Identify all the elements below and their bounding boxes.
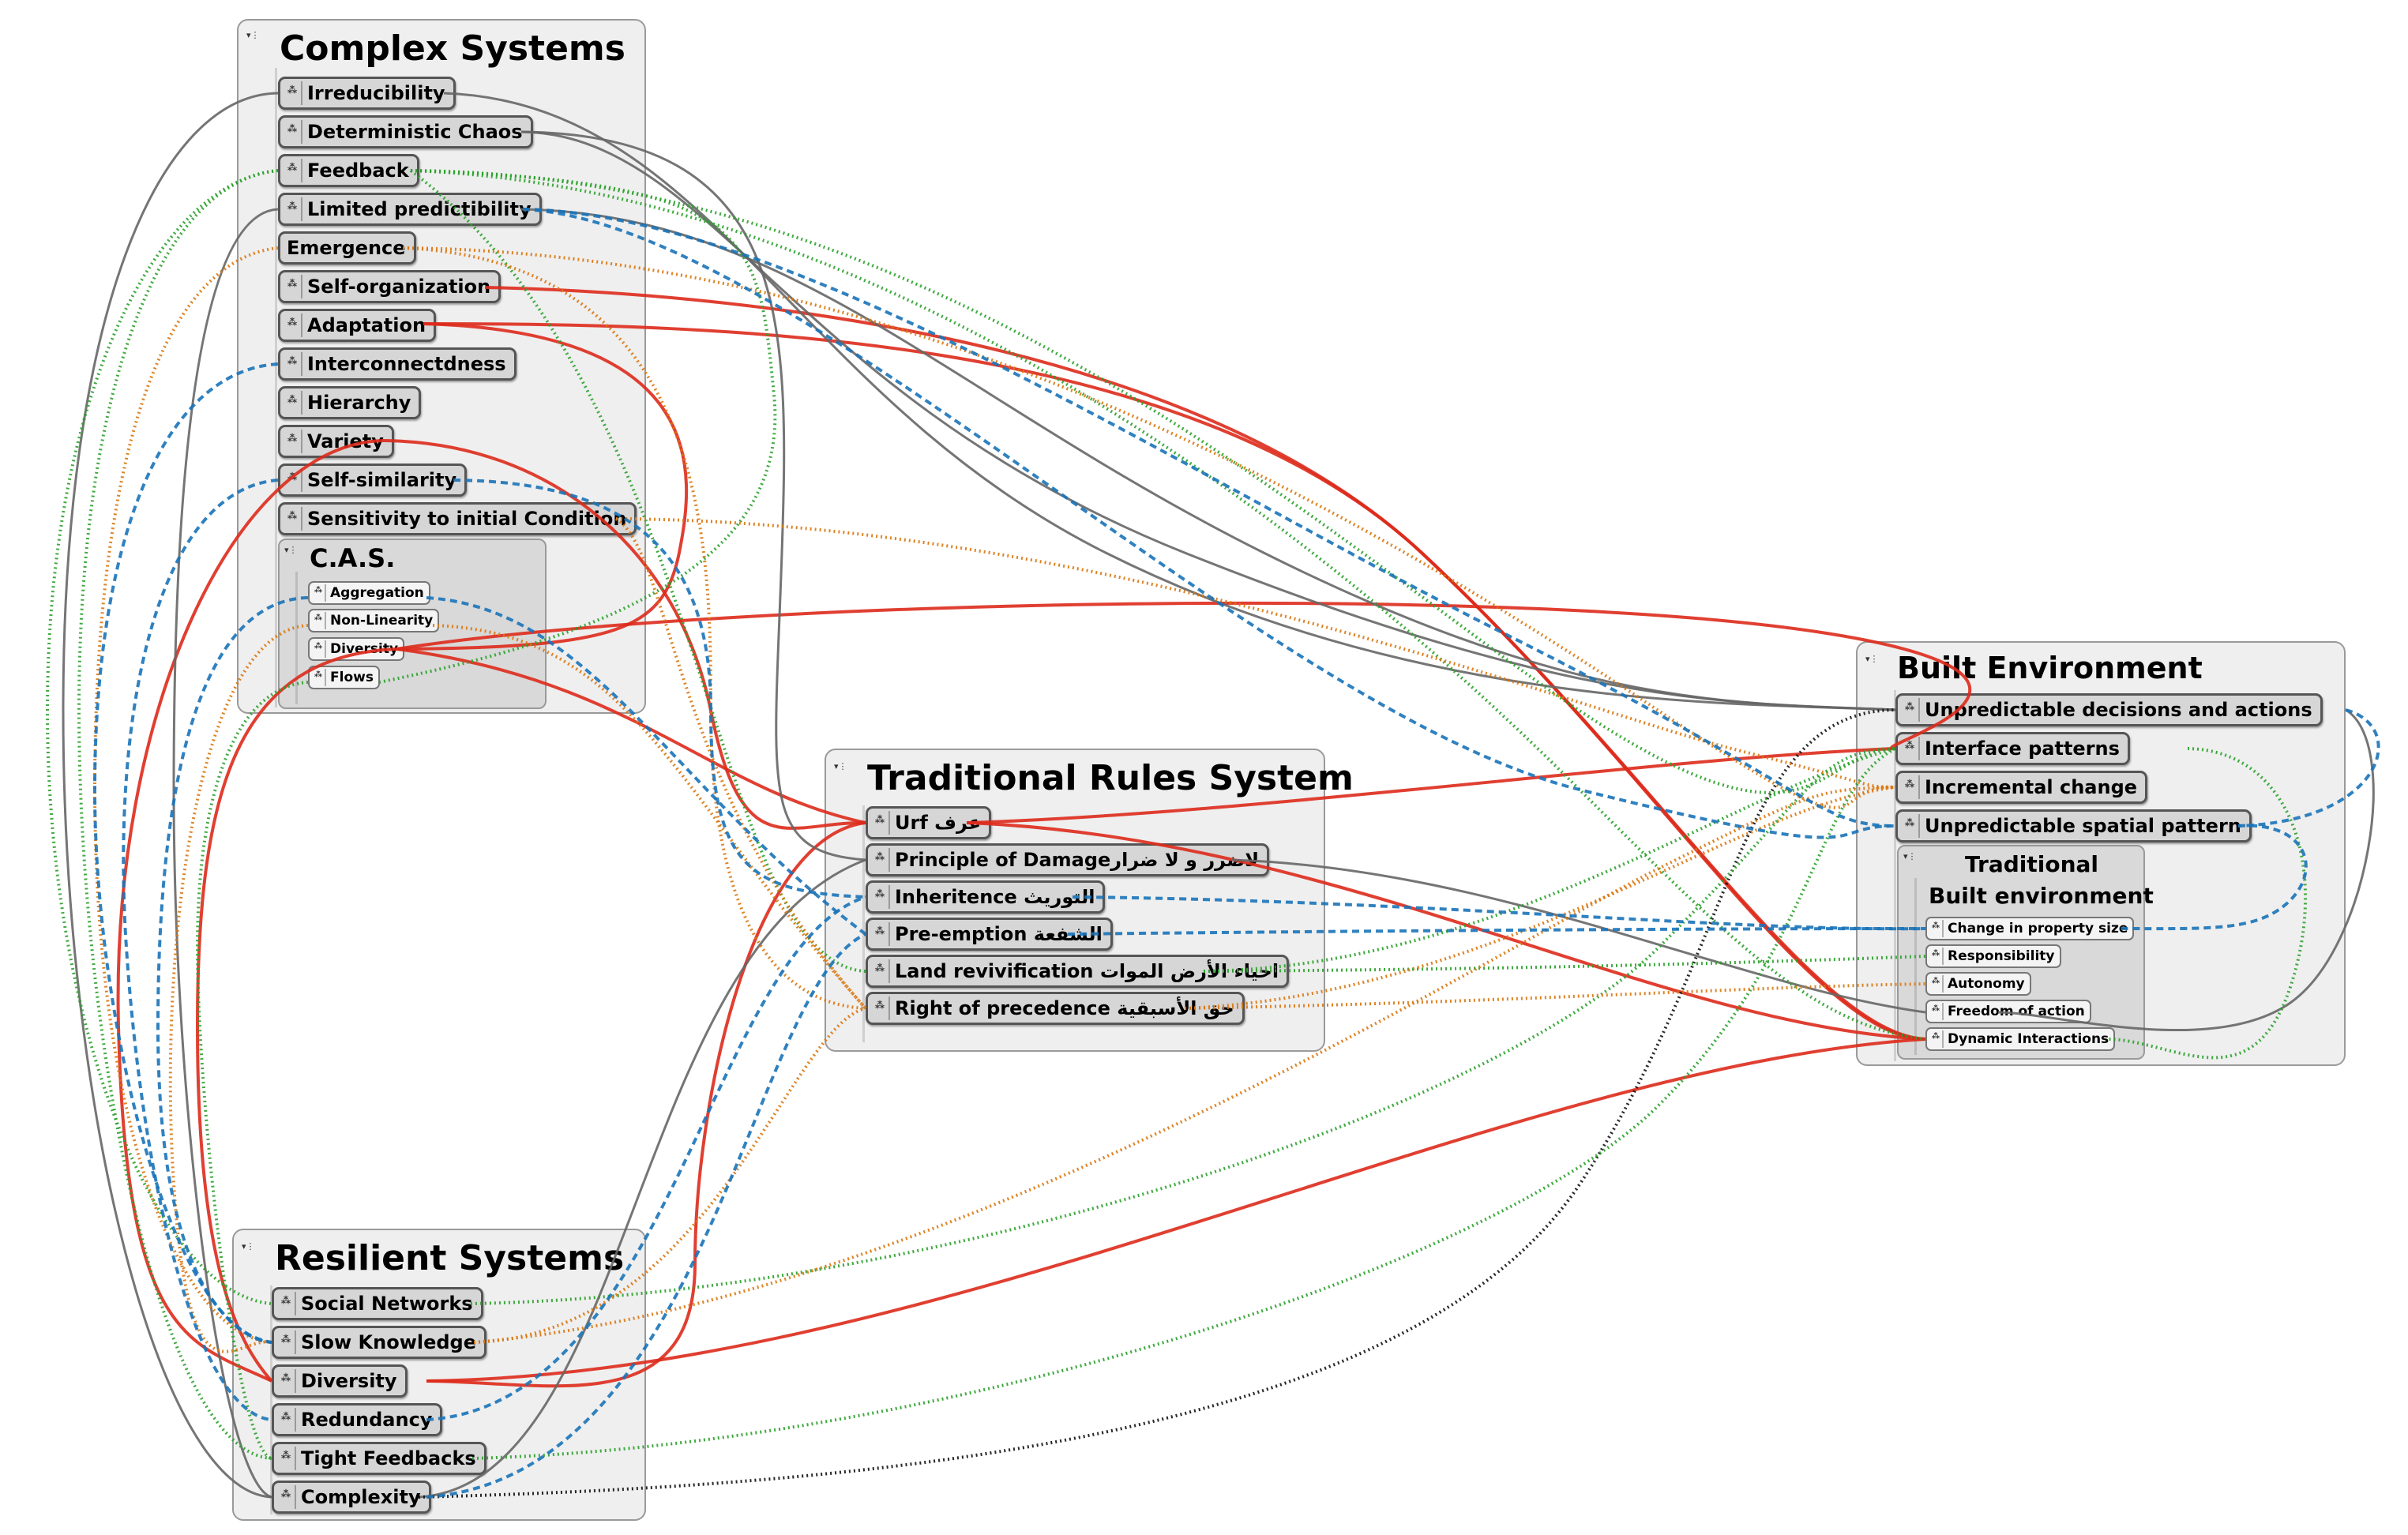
node-pre-emption[interactable]: ⁂Pre-emption الشفعة: [866, 918, 1113, 951]
group-toggle-icon[interactable]: ▾⋮: [834, 761, 847, 771]
node-social-networks[interactable]: ⁂Social Networks: [272, 1287, 483, 1320]
node-icon: ⁂: [1901, 737, 1920, 760]
node-icon: ⁂: [1929, 948, 1944, 965]
node-non-linearity[interactable]: ⁂Non-Linearity: [308, 609, 440, 632]
node-icon: ⁂: [284, 352, 302, 376]
node-change-property-size[interactable]: ⁂Change in property size: [1925, 917, 2135, 940]
node-icon: ⁂: [312, 584, 326, 602]
node-self-similarity[interactable]: ⁂Self-similarity: [278, 464, 468, 497]
node-unpredictable-spatial-pattern[interactable]: ⁂Unpredictable spatial pattern: [1895, 809, 2252, 843]
node-redundancy[interactable]: ⁂Redundancy: [272, 1403, 443, 1436]
node-icon: ⁂: [284, 197, 302, 221]
node-urf[interactable]: ⁂Urf عرف: [866, 806, 992, 839]
node-icon: ⁂: [1901, 814, 1920, 838]
link-gray-18: [1231, 858, 1926, 1014]
node-icon: ⁂: [1929, 920, 1944, 937]
node-icon: ⁂: [312, 669, 326, 686]
node-icon: ⁂: [284, 391, 302, 415]
node-flows[interactable]: ⁂Flows: [308, 666, 380, 689]
node-hierarchy[interactable]: ⁂Hierarchy: [278, 386, 422, 419]
node-icon: ⁂: [277, 1330, 296, 1354]
node-icon: ⁂: [312, 640, 326, 658]
node-cas-diversity[interactable]: ⁂Diversity: [308, 637, 405, 661]
group-toggle-icon[interactable]: ▾⋮: [284, 545, 298, 555]
node-icon: ⁂: [277, 1447, 296, 1470]
node-icon: ⁂: [871, 848, 890, 872]
node-icon: ⁂: [871, 996, 890, 1020]
group-toggle-icon[interactable]: ▾⋮: [242, 1241, 255, 1252]
subgroup-title: Traditional: [1965, 851, 2099, 877]
node-icon: ⁂: [871, 959, 890, 983]
node-incremental-change[interactable]: ⁂Incremental change: [1895, 771, 2148, 804]
node-icon: ⁂: [284, 159, 302, 182]
node-slow-knowledge[interactable]: ⁂Slow Knowledge: [272, 1326, 487, 1359]
link-orange-37: [615, 517, 1896, 789]
link-red-11: [426, 1038, 1926, 1383]
node-interconnectdness[interactable]: ⁂Interconnectdness: [278, 347, 517, 381]
node-icon: ⁂: [284, 507, 302, 531]
node-self-organization[interactable]: ⁂Self-organization: [278, 270, 502, 303]
node-icon: ⁂: [284, 275, 302, 298]
node-deterministic-chaos[interactable]: ⁂Deterministic Chaos: [278, 115, 533, 148]
node-land-revivification[interactable]: ⁂Land revivification احياء الأرض الموات: [866, 955, 1290, 988]
node-variety[interactable]: ⁂Variety: [278, 425, 394, 458]
node-adaptation[interactable]: ⁂Adaptation: [278, 309, 437, 342]
node-autonomy[interactable]: ⁂Autonomy: [1925, 972, 2031, 996]
group-toggle-icon[interactable]: ▾⋮: [1903, 851, 1917, 861]
group-toggle-icon[interactable]: ▾⋮: [246, 30, 260, 40]
node-icon: ⁂: [1901, 698, 1920, 722]
node-icon: ⁂: [1929, 975, 1944, 993]
node-icon: ⁂: [284, 81, 302, 105]
node-icon: ⁂: [277, 1369, 296, 1393]
node-principle-of-damage[interactable]: ⁂Principle of Damageلاضرر و لا ضرار: [866, 843, 1270, 876]
node-icon: ⁂: [284, 468, 302, 492]
node-icon: ⁂: [1929, 1003, 1944, 1020]
node-interface-patterns[interactable]: ⁂Interface patterns: [1895, 732, 2130, 765]
node-icon: ⁂: [312, 612, 326, 629]
node-icon: ⁂: [871, 922, 890, 946]
node-icon: ⁂: [277, 1408, 296, 1432]
link-gray-16: [520, 208, 1896, 711]
node-icon: ⁂: [1929, 1030, 1944, 1048]
node-icon: ⁂: [871, 885, 890, 909]
link-blue-45: [522, 208, 1896, 828]
node-resilient-diversity[interactable]: ⁂Diversity: [272, 1364, 408, 1398]
group-toggle-icon[interactable]: ▾⋮: [1865, 654, 1879, 664]
node-irreducibility[interactable]: ⁂Irreducibility: [278, 77, 456, 110]
node-icon: ⁂: [871, 811, 890, 835]
link-gray-14: [520, 130, 1896, 711]
node-limited-predictibility[interactable]: ⁂Limited predictibility: [278, 193, 542, 226]
node-aggregation[interactable]: ⁂Aggregation: [308, 581, 430, 605]
node-icon: ⁂: [284, 430, 302, 453]
subgroup-title: C.A.S.: [310, 543, 396, 573]
node-icon: ⁂: [277, 1485, 296, 1509]
node-freedom-of-action[interactable]: ⁂Freedom of action: [1925, 1000, 2091, 1023]
node-sensitivity-initial-condition[interactable]: ⁂Sensitivity to initial Condition: [278, 502, 637, 535]
group-title: Built Environment: [1897, 651, 2203, 685]
node-icon: ⁂: [284, 313, 302, 337]
node-complexity[interactable]: ⁂Complexity: [272, 1481, 431, 1514]
group-title: Traditional Rules System: [867, 758, 1354, 798]
node-dynamic-interactions[interactable]: ⁂Dynamic Interactions: [1925, 1027, 2116, 1051]
node-tight-feedbacks[interactable]: ⁂Tight Feedbacks: [272, 1442, 486, 1475]
node-unpredictable-decisions[interactable]: ⁂Unpredictable decisions and actions: [1895, 693, 2323, 726]
group-title: Complex Systems: [280, 28, 625, 69]
node-icon: ⁂: [277, 1292, 296, 1315]
node-icon: ⁂: [284, 120, 302, 144]
group-title: Resilient Systems: [275, 1238, 625, 1278]
node-emergence[interactable]: Emergence: [278, 231, 416, 265]
node-icon: ⁂: [1901, 775, 1920, 799]
node-right-of-precedence[interactable]: ⁂Right of precedence حق الأسبقية: [866, 992, 1245, 1025]
node-responsibility[interactable]: ⁂Responsibility: [1925, 944, 2061, 968]
subgroup-title: Built environment: [1929, 883, 2154, 909]
node-feedback[interactable]: ⁂Feedback: [278, 154, 419, 187]
link-gray-12: [443, 92, 1896, 711]
link-blue-57: [522, 208, 1896, 839]
node-inheritence[interactable]: ⁂Inheritence التوريث: [866, 880, 1106, 914]
